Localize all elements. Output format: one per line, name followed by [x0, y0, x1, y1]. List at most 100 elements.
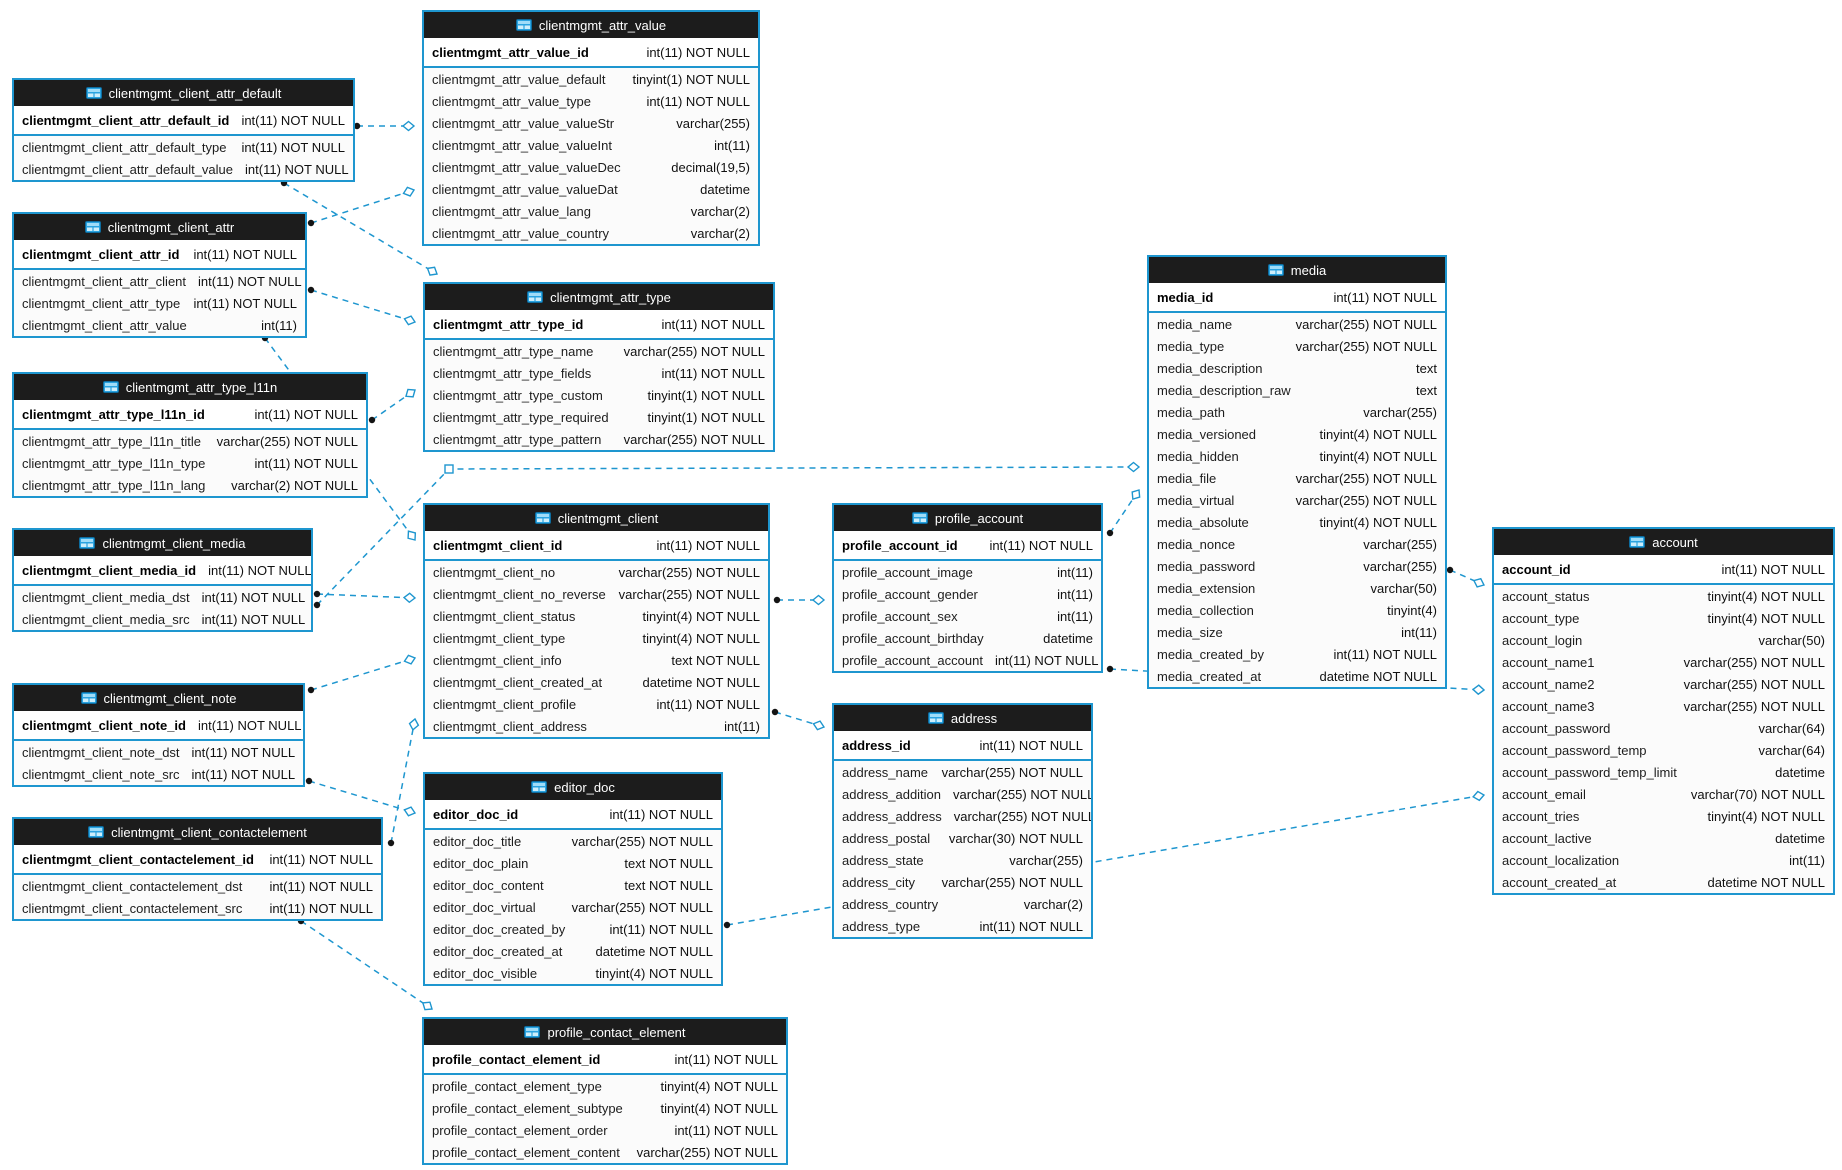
column-name: editor_doc_plain	[433, 855, 529, 871]
column-name: clientmgmt_client_info	[433, 652, 562, 668]
table-icon	[84, 221, 101, 233]
table-icon	[911, 512, 928, 524]
column-type: tinyint(4) NOT NULL	[660, 1078, 778, 1094]
relation-line-client_contactelement-to-profile_contact_element	[300, 920, 433, 1010]
table-clientmgmt_client_attr[interactable]: clientmgmt_client_attr clientmgmt_client_…	[12, 212, 307, 338]
column-type: varchar(64)	[1758, 742, 1825, 758]
table-header[interactable]: clientmgmt_client_attr	[14, 214, 305, 240]
table-title: account	[1652, 534, 1698, 550]
column-type: int(11) NOT NULL	[191, 744, 296, 760]
table-header[interactable]: media	[1149, 257, 1445, 283]
table-header[interactable]: clientmgmt_attr_type_l11n	[14, 374, 366, 400]
table-title: clientmgmt_client_media	[102, 535, 246, 551]
column-type: datetime NOT NULL	[595, 943, 713, 959]
column-type: varchar(255) NOT NULL	[623, 343, 765, 359]
column-type: int(11) NOT NULL	[208, 562, 311, 578]
column-type: varchar(50)	[1370, 580, 1437, 596]
relation-line-editor_doc-to-account	[726, 794, 1485, 926]
table-header[interactable]: clientmgmt_client_media	[14, 530, 311, 556]
column-type: text	[1416, 382, 1437, 398]
column-name: address_addition	[842, 786, 942, 802]
column-type: varchar(255) NOT NULL	[953, 786, 1091, 802]
column-type: varchar(70) NOT NULL	[1690, 786, 1825, 802]
table-header[interactable]: account	[1494, 529, 1833, 555]
table-address[interactable]: address address_id int(11) NOT NULL address…	[832, 703, 1093, 939]
column-name: address_country	[842, 896, 939, 912]
column-type: varchar(255) NOT NULL	[216, 433, 358, 449]
table-header[interactable]: clientmgmt_client_contactelement	[14, 819, 381, 845]
relation-source-dot	[723, 921, 731, 929]
column-name: clientmgmt_client_attr_default_type	[22, 139, 227, 155]
table-clientmgmt_attr_type_l11n[interactable]: clientmgmt_attr_type_l11n clientmgmt_attr…	[12, 372, 368, 498]
column-name: address_id	[842, 737, 911, 753]
column-name: account_name1	[1502, 654, 1595, 670]
column-type: varchar(2)	[1023, 896, 1083, 912]
relation-line-client_note-to-editor_doc	[308, 780, 416, 814]
table-header[interactable]: clientmgmt_client	[425, 505, 768, 531]
column-type: varchar(255) NOT NULL	[1683, 698, 1825, 714]
column-name: media_hidden	[1157, 448, 1239, 464]
relation-source-dot	[313, 590, 321, 598]
relation-line-client_note-to-client	[310, 657, 416, 691]
table-header[interactable]: address	[834, 705, 1091, 731]
column-row: address_country varchar(2)	[834, 893, 1091, 915]
table-header[interactable]: editor_doc	[425, 774, 721, 800]
relation-line-client_attr_default-to-attr_type	[283, 182, 438, 275]
column-type: int(11) NOT NULL	[609, 921, 713, 937]
relation-target-diamond	[402, 186, 416, 197]
column-name: account_password_temp	[1502, 742, 1647, 758]
table-header[interactable]: clientmgmt_client_note	[14, 685, 303, 711]
column-name: address_state	[842, 852, 924, 868]
column-type: tinyint(4) NOT NULL	[1707, 808, 1825, 824]
column-name: profile_contact_element_subtype	[432, 1100, 623, 1116]
column-type: int(11)	[261, 317, 297, 333]
table-header[interactable]: profile_account	[834, 505, 1101, 531]
column-type: varchar(255)	[1363, 558, 1437, 574]
relation-source-dot	[1106, 529, 1114, 537]
column-type: int(11) NOT NULL	[191, 766, 296, 782]
table-icon	[515, 19, 532, 31]
table-header[interactable]: profile_contact_element	[424, 1019, 786, 1045]
table-clientmgmt_client_attr_default[interactable]: clientmgmt_client_attr_default clientmgmt…	[12, 78, 355, 182]
column-type: int(11) NOT NULL	[994, 652, 1099, 668]
column-type: int(11) NOT NULL	[979, 737, 1083, 753]
table-header[interactable]: clientmgmt_attr_type	[425, 284, 773, 310]
column-name: clientmgmt_client_profile	[433, 696, 577, 712]
column-name: clientmgmt_attr_type_l11n_type	[22, 455, 206, 471]
column-type: varchar(255) NOT NULL	[571, 833, 713, 849]
relation-line-client_contactelement-to-client	[390, 718, 416, 844]
table-profile_contact_element[interactable]: profile_contact_element profile_contact_e…	[422, 1017, 788, 1165]
column-name: clientmgmt_client_attr_type	[22, 295, 181, 311]
column-name: clientmgmt_attr_value_valueDat	[432, 181, 618, 197]
column-type: tinyint(4) NOT NULL	[642, 608, 760, 624]
table-header[interactable]: clientmgmt_attr_value	[424, 12, 758, 38]
table-header[interactable]: clientmgmt_client_attr_default	[14, 80, 353, 106]
